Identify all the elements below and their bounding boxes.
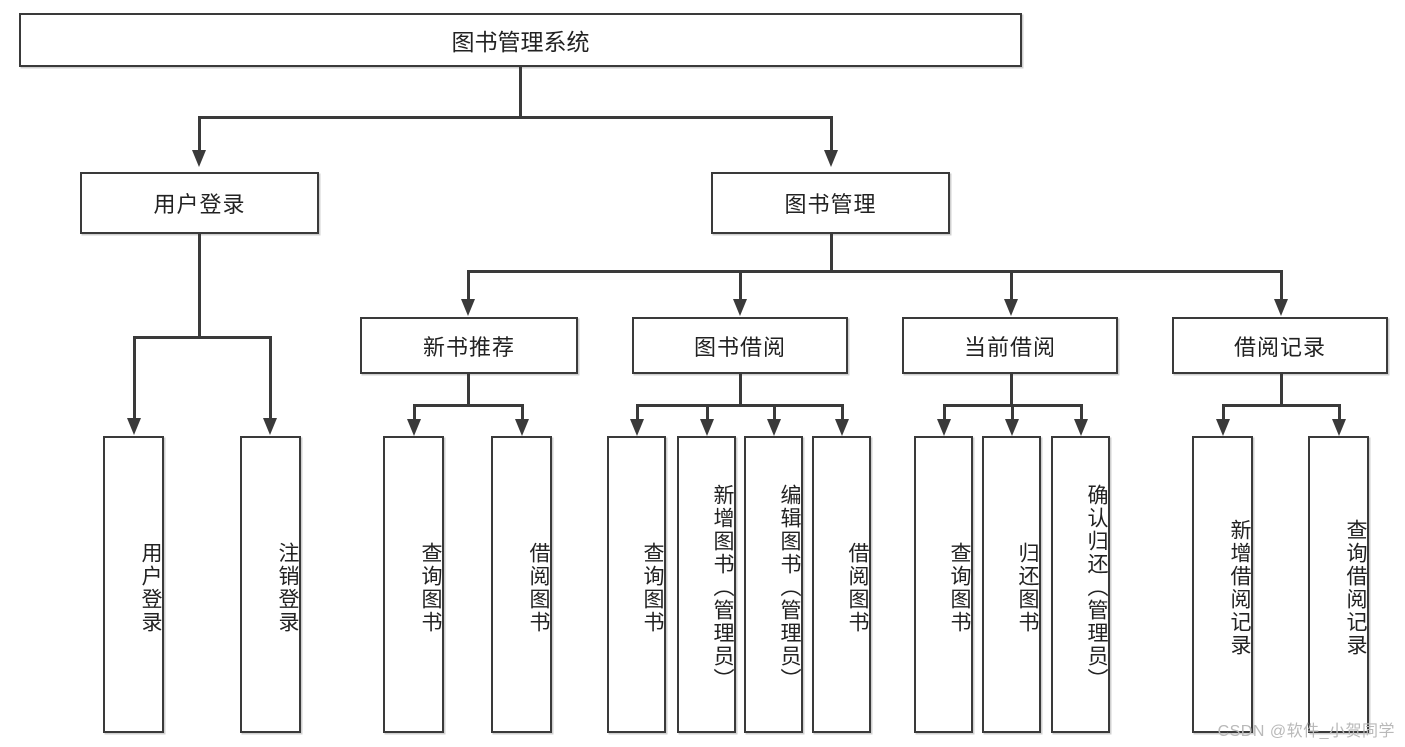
arrowhead-leaf-add-book — [700, 419, 714, 436]
connector-nbr-leaf-1 — [413, 404, 416, 422]
node-leaf-confirm-return[interactable]: 确认归还（管理员） — [1051, 436, 1110, 733]
node-leaf-query-record-label: 查询借阅记录 — [1344, 518, 1367, 657]
connector-bb-leaf-2 — [706, 404, 709, 422]
node-current-borrow[interactable]: 当前借阅 — [902, 317, 1118, 374]
node-leaf-edit-book-label: 编辑图书（管理员） — [778, 484, 801, 691]
node-current-borrow-label: 当前借阅 — [963, 334, 1056, 360]
arrowhead-leaf-query-book-2 — [630, 419, 644, 436]
node-leaf-query-book-1-label: 查询图书 — [419, 541, 442, 634]
node-borrow-record-label: 借阅记录 — [1233, 334, 1326, 360]
connector-to-new-book-recommend — [467, 270, 470, 301]
node-new-book-recommend[interactable]: 新书推荐 — [360, 317, 578, 374]
connector-bb-leaf-4 — [841, 404, 844, 422]
node-leaf-return-book-label: 归还图书 — [1016, 541, 1039, 634]
node-leaf-add-book[interactable]: 新增图书（管理员） — [677, 436, 736, 733]
node-new-book-recommend-label: 新书推荐 — [422, 334, 515, 360]
arrowhead-leaf-user-login — [127, 418, 141, 435]
node-leaf-query-book-2[interactable]: 查询图书 — [607, 436, 666, 733]
arrowhead-book-borrow — [733, 299, 747, 316]
connector-nbr-leaf-2 — [521, 404, 524, 422]
connector-to-current-borrow — [1010, 270, 1013, 301]
node-book-manage[interactable]: 图书管理 — [711, 172, 950, 234]
connector-user-login-to-leaf-2 — [269, 336, 272, 420]
connector-cb-leaf-1 — [943, 404, 946, 422]
node-leaf-borrow-book-1[interactable]: 借阅图书 — [491, 436, 552, 733]
node-book-borrow-label: 图书借阅 — [693, 334, 786, 360]
connector-book-manage-bus — [467, 270, 1282, 273]
node-leaf-add-book-label: 新增图书（管理员） — [711, 484, 734, 691]
connector-to-borrow-record — [1280, 270, 1283, 301]
connector-book-borrow-bus — [636, 404, 842, 407]
node-leaf-logout-login[interactable]: 注销登录 — [240, 436, 301, 733]
node-user-login[interactable]: 用户登录 — [80, 172, 319, 234]
node-leaf-borrow-book-2-label: 借阅图书 — [846, 541, 869, 634]
node-leaf-query-record[interactable]: 查询借阅记录 — [1308, 436, 1369, 733]
node-root-label: 图书管理系统 — [451, 29, 590, 55]
connector-book-manage-trunk — [830, 234, 833, 270]
connector-cb-leaf-2 — [1011, 404, 1014, 422]
arrowhead-current-borrow — [1004, 299, 1018, 316]
arrowhead-leaf-borrow-book-1 — [515, 419, 529, 436]
arrowhead-leaf-edit-book — [767, 419, 781, 436]
connector-br-leaf-1 — [1222, 404, 1225, 422]
connector-br-leaf-2 — [1338, 404, 1341, 422]
arrowhead-leaf-borrow-book-2 — [835, 419, 849, 436]
node-leaf-return-book[interactable]: 归还图书 — [982, 436, 1041, 733]
connector-root-trunk — [519, 67, 522, 116]
node-book-borrow[interactable]: 图书借阅 — [632, 317, 848, 374]
connector-new-book-recommend-trunk — [467, 374, 470, 404]
node-leaf-user-login[interactable]: 用户登录 — [103, 436, 164, 733]
connector-new-book-recommend-bus — [413, 404, 523, 407]
connector-user-login-to-leaf-1 — [133, 336, 136, 420]
arrowhead-leaf-logout-login — [263, 418, 277, 435]
node-book-manage-label: 图书管理 — [784, 192, 877, 217]
node-leaf-query-book-3[interactable]: 查询图书 — [914, 436, 973, 733]
arrowhead-new-book-recommend — [461, 299, 475, 316]
connector-root-to-user-login — [198, 116, 201, 152]
connector-user-login-bus — [133, 336, 271, 339]
arrowhead-user-login — [192, 150, 206, 167]
arrowhead-leaf-query-book-3 — [937, 419, 951, 436]
connector-borrow-record-bus — [1222, 404, 1340, 407]
arrowhead-borrow-record — [1274, 299, 1288, 316]
node-leaf-borrow-book-2[interactable]: 借阅图书 — [812, 436, 871, 733]
arrowhead-leaf-return-book — [1005, 419, 1019, 436]
node-leaf-edit-book[interactable]: 编辑图书（管理员） — [744, 436, 803, 733]
connector-borrow-record-trunk — [1280, 374, 1283, 404]
node-leaf-user-login-label: 用户登录 — [139, 541, 162, 634]
node-leaf-confirm-return-label: 确认归还（管理员） — [1085, 484, 1108, 691]
arrowhead-book-manage — [824, 150, 838, 167]
arrowhead-leaf-query-book-1 — [407, 419, 421, 436]
arrowhead-leaf-add-record — [1216, 419, 1230, 436]
node-leaf-add-record[interactable]: 新增借阅记录 — [1192, 436, 1253, 733]
node-user-login-label: 用户登录 — [153, 192, 246, 217]
node-leaf-borrow-book-1-label: 借阅图书 — [527, 541, 550, 634]
node-leaf-logout-login-label: 注销登录 — [276, 541, 299, 634]
connector-root-to-book-manage — [830, 116, 833, 152]
node-root[interactable]: 图书管理系统 — [19, 13, 1022, 67]
connector-book-borrow-trunk — [739, 374, 742, 404]
node-leaf-query-book-1[interactable]: 查询图书 — [383, 436, 444, 733]
connector-root-bus — [198, 116, 832, 119]
node-borrow-record[interactable]: 借阅记录 — [1172, 317, 1388, 374]
connector-cb-leaf-3 — [1080, 404, 1083, 422]
node-leaf-query-book-2-label: 查询图书 — [641, 541, 664, 634]
connector-to-book-borrow — [739, 270, 742, 301]
connector-bb-leaf-1 — [636, 404, 639, 422]
node-leaf-query-book-3-label: 查询图书 — [948, 541, 971, 634]
arrowhead-leaf-confirm-return — [1074, 419, 1088, 436]
arrowhead-leaf-query-record — [1332, 419, 1346, 436]
connector-current-borrow-trunk — [1010, 374, 1013, 404]
node-leaf-add-record-label: 新增借阅记录 — [1228, 518, 1251, 657]
connector-bb-leaf-3 — [773, 404, 776, 422]
connector-user-login-trunk — [198, 234, 201, 336]
